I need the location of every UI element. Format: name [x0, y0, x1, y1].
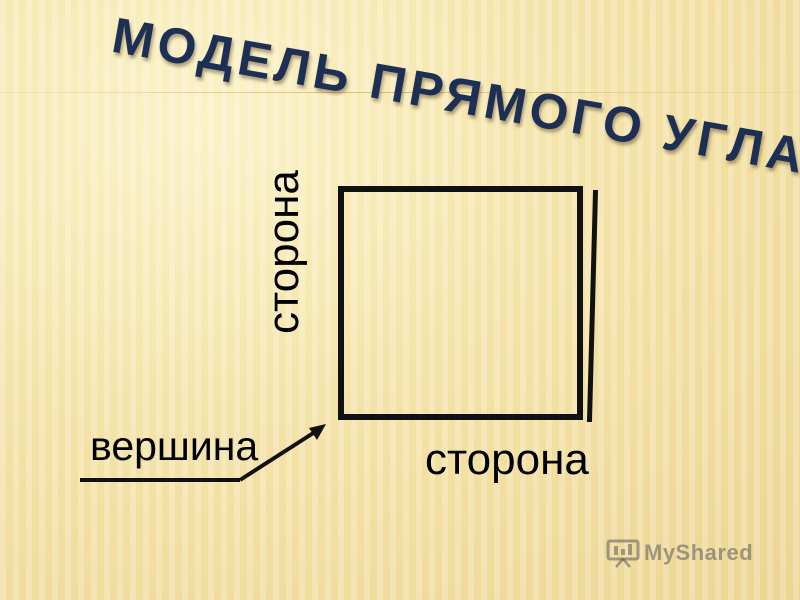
label-side-horizontal: сторона — [425, 435, 589, 484]
right-angle-square — [338, 186, 583, 420]
title-rule — [0, 92, 800, 93]
watermark-brand: MyShared — [644, 540, 754, 565]
label-vertex: вершина — [90, 423, 259, 469]
arrow-head — [309, 424, 326, 440]
watermark: MyShared — [606, 538, 753, 568]
presentation-icon — [606, 539, 640, 568]
arrow-icon — [238, 428, 320, 482]
